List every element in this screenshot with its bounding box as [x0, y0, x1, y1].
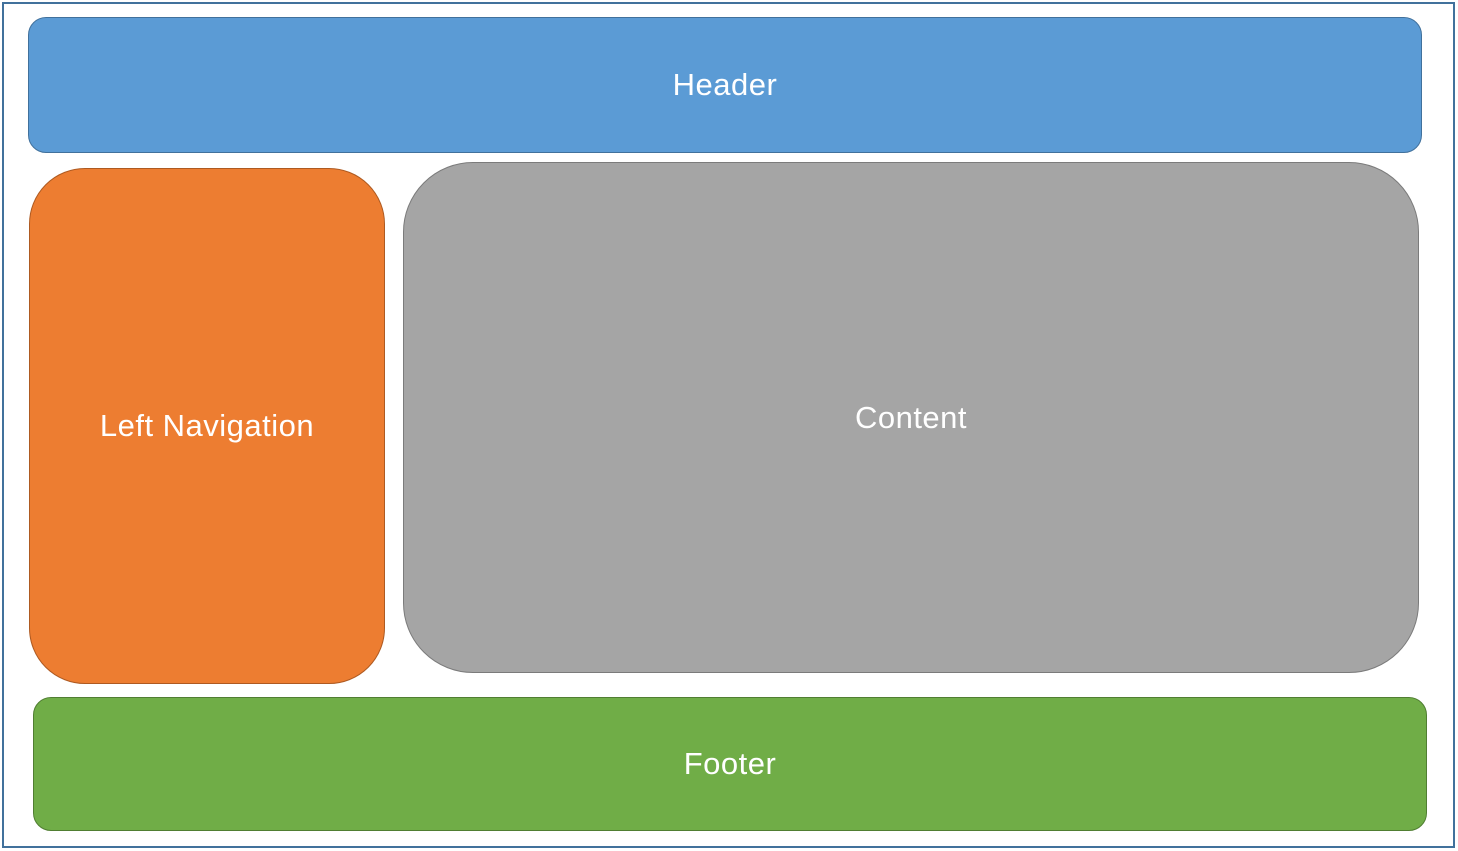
header-box-label: Header: [672, 67, 778, 102]
content-box: Content: [403, 162, 1419, 673]
left-navigation-box: Left Navigation: [29, 168, 385, 684]
content-box-label: Content: [854, 399, 968, 435]
footer-box-label: Footer: [683, 746, 777, 781]
header-box: Header: [28, 17, 1422, 153]
footer-box: Footer: [33, 697, 1427, 831]
left-navigation-box-label: Left Navigation: [99, 408, 315, 443]
